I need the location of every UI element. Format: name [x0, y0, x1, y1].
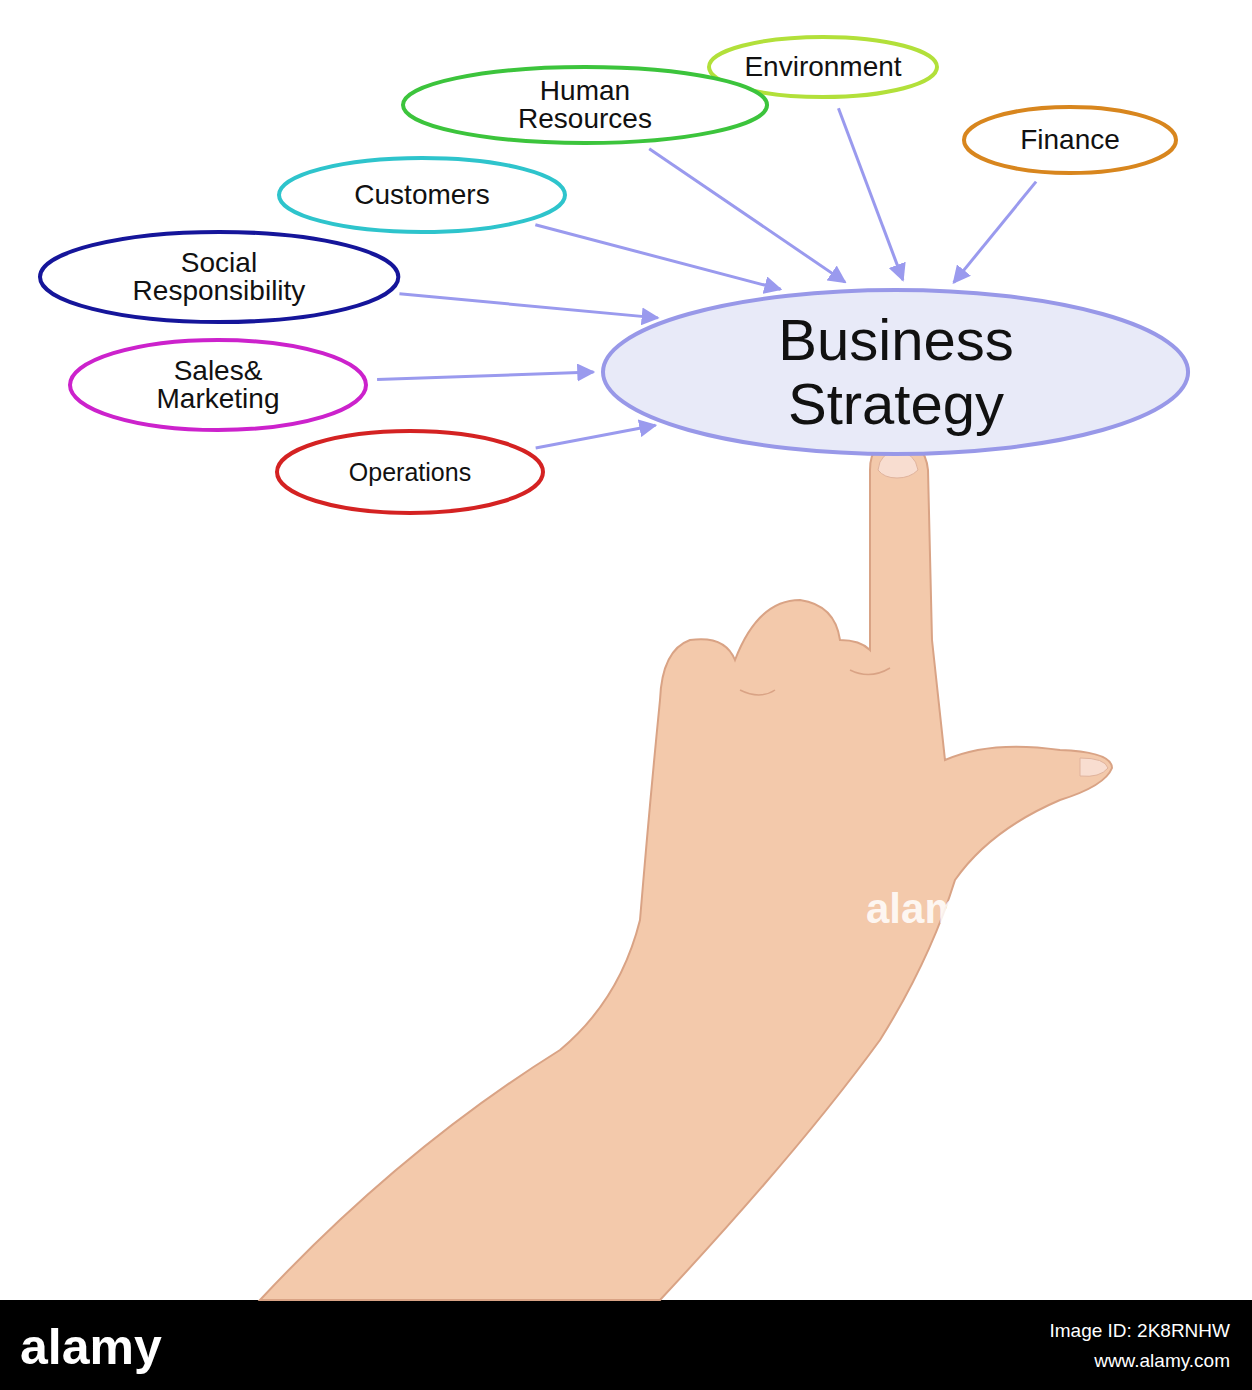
- footer-logo: alamy: [20, 1318, 162, 1376]
- text-stack: Social Responsibility: [99, 249, 339, 305]
- arrow-connector: [536, 425, 656, 448]
- ellipse-shape: [603, 290, 1188, 454]
- text-stack: Finance: [1020, 126, 1120, 154]
- topic-label: Environment: [744, 53, 901, 81]
- footer-url: www.alamy.com: [1094, 1350, 1230, 1372]
- image-id: Image ID: 2K8RNHW: [1049, 1320, 1230, 1342]
- topic-label: Sales& Marketing: [138, 357, 298, 413]
- text-stack: Business Strategy: [736, 308, 1056, 436]
- topic-ellipse: Sales& Marketing: [68, 338, 368, 432]
- ellipse-shape: [279, 158, 565, 232]
- topic-ellipse: Human Resources: [401, 65, 769, 145]
- topic-ellipse: Operations: [275, 429, 545, 515]
- ellipse-shape: [403, 67, 767, 143]
- text-stack: Operations: [349, 460, 471, 485]
- topic-label: Human Resources: [490, 77, 680, 133]
- text-stack: Human Resources: [490, 77, 680, 133]
- central-ellipse: Business Strategy: [601, 288, 1190, 456]
- arrow-connector: [399, 294, 657, 318]
- ellipse-shape: [70, 340, 366, 430]
- topic-label: Operations: [349, 460, 471, 485]
- text-stack: Sales& Marketing: [138, 357, 298, 413]
- text-stack: Environment: [744, 53, 901, 81]
- central-title: Business Strategy: [736, 308, 1056, 436]
- text-stack: Customers: [354, 181, 489, 209]
- ellipse-shape: [964, 107, 1176, 173]
- topic-ellipse: Finance: [962, 105, 1178, 175]
- topic-ellipse: Customers: [277, 156, 567, 234]
- topic-label: Customers: [354, 181, 489, 209]
- arrow-connector: [377, 372, 593, 379]
- thumbnail: [1080, 758, 1108, 776]
- arrow-connector: [535, 225, 780, 289]
- ellipse-shape: [40, 232, 398, 322]
- watermark: alamy: [866, 885, 985, 933]
- topic-label: Social Responsibility: [99, 249, 339, 305]
- footer-bar: [0, 1300, 1252, 1390]
- knuckle-lines: [740, 668, 890, 695]
- arrow-connector: [954, 182, 1036, 283]
- ellipse-shape: [277, 431, 543, 513]
- topic-ellipse: Social Responsibility: [38, 230, 400, 324]
- pointing-hand: [260, 440, 1112, 1300]
- arrow-connector: [838, 108, 902, 280]
- topic-label: Finance: [1020, 126, 1120, 154]
